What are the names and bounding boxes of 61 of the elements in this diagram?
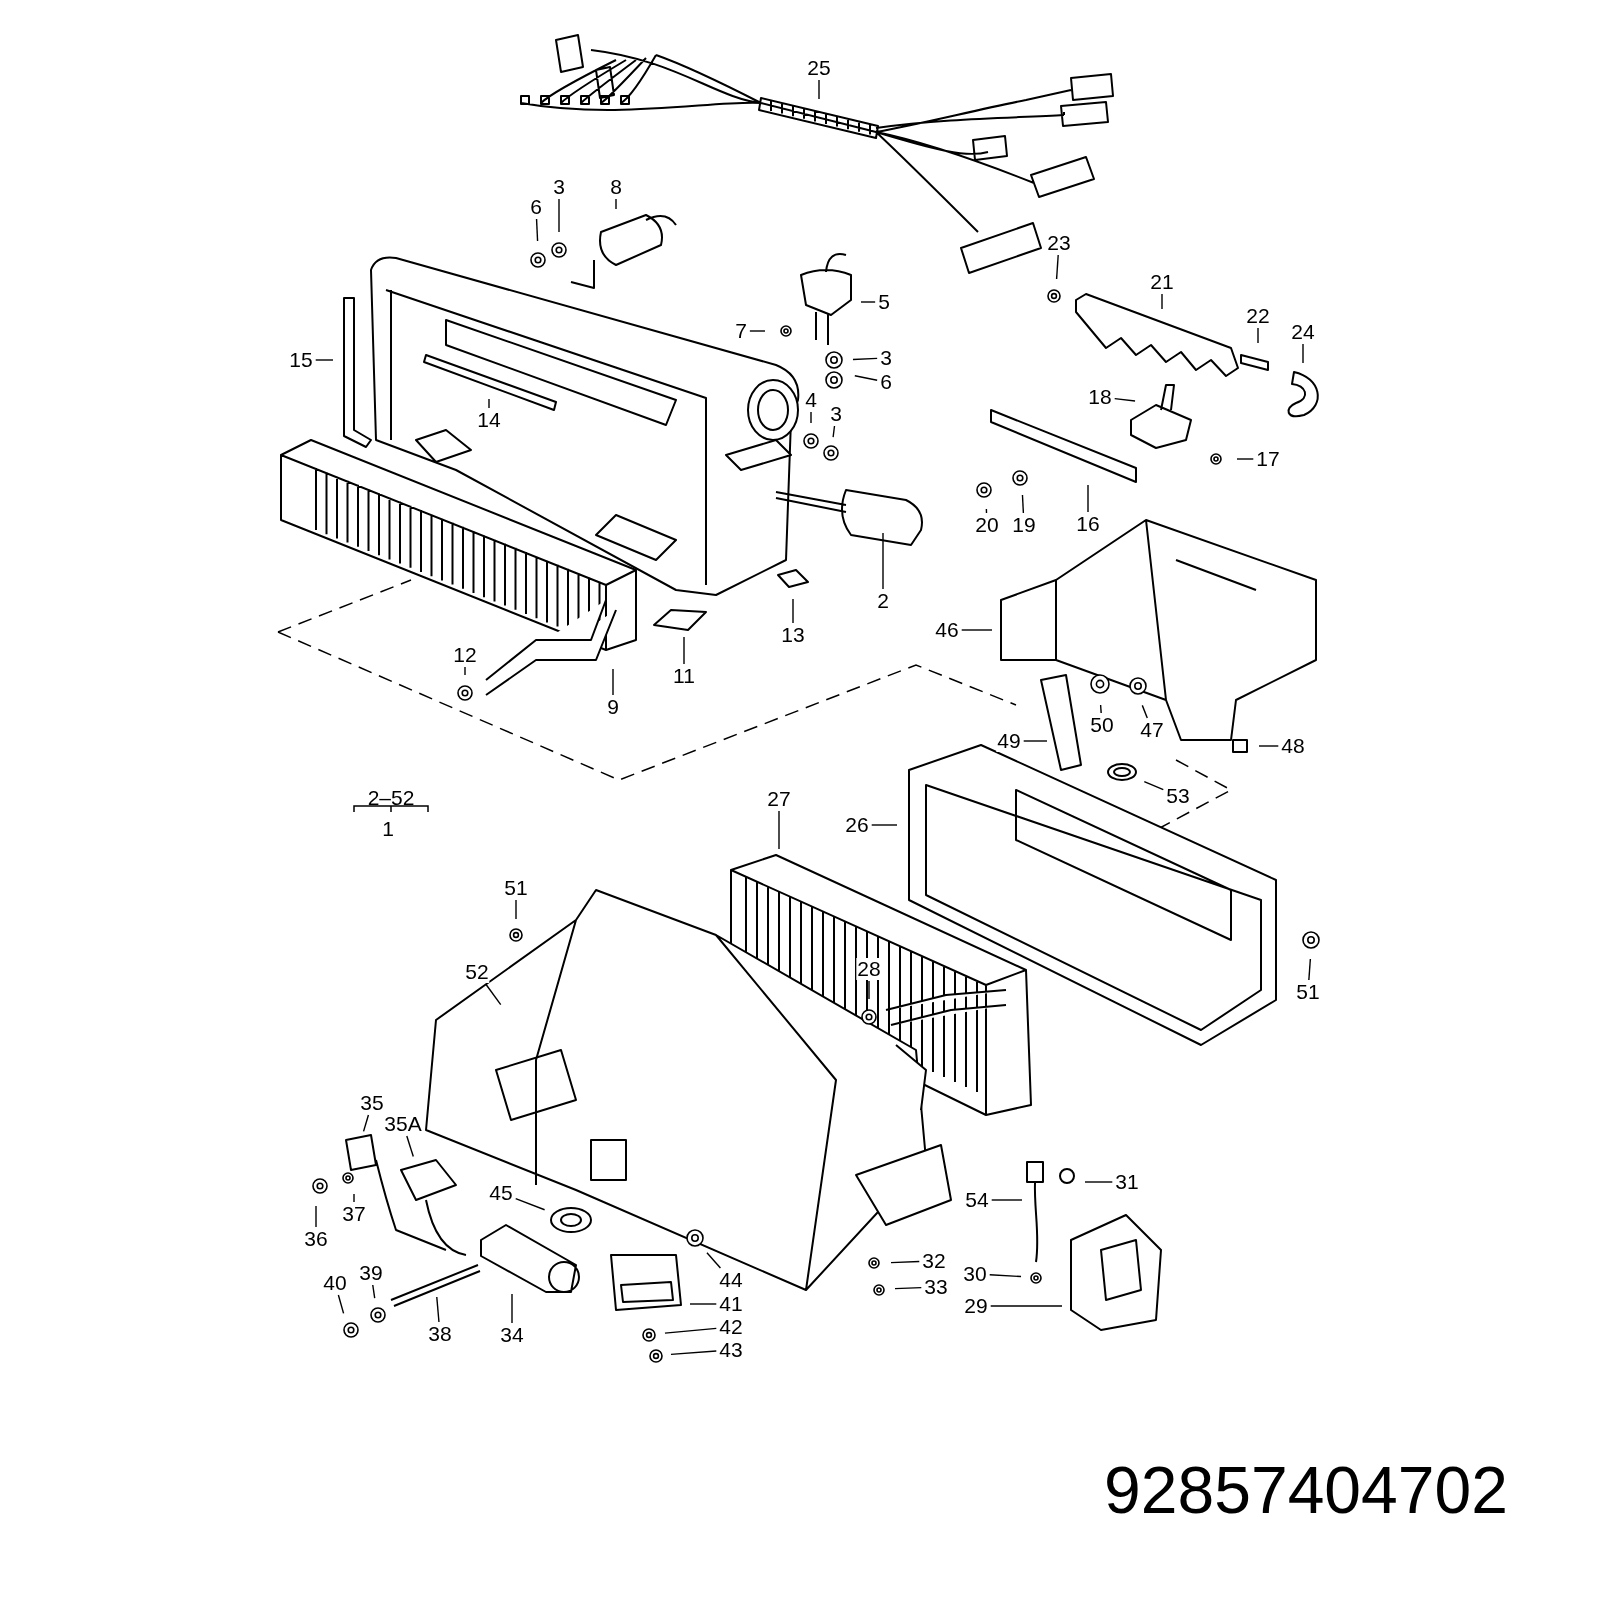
leader-line — [511, 1293, 513, 1324]
leader-line — [860, 301, 876, 303]
leader-line — [749, 330, 766, 332]
part-number: 92857404702 — [1104, 1457, 1508, 1523]
leader-line — [670, 1350, 717, 1356]
leader-line — [535, 218, 539, 242]
leader-line — [882, 532, 884, 590]
leader-line — [1055, 254, 1059, 280]
leader-line — [315, 359, 334, 361]
leader-line — [818, 79, 820, 100]
leader-line — [436, 1296, 440, 1323]
leader-line — [1099, 704, 1102, 714]
leader-line — [1236, 458, 1254, 460]
leader-line — [485, 983, 502, 1006]
leader-line — [778, 810, 780, 850]
range-label: 2–52 — [367, 786, 415, 808]
leader-line — [337, 1294, 345, 1315]
leader-line — [871, 824, 898, 826]
leader-line — [1087, 484, 1089, 513]
leader-line — [1258, 745, 1279, 747]
leader-line — [515, 1197, 546, 1211]
leader-line — [315, 1205, 317, 1228]
leader-line — [890, 1260, 920, 1264]
leader-line — [832, 425, 836, 438]
leader-line — [558, 198, 560, 233]
leader-line — [961, 629, 993, 631]
leader-line — [990, 1305, 1063, 1307]
leader-line — [852, 357, 878, 361]
leader-line — [1084, 1181, 1113, 1183]
leader-line — [372, 1284, 376, 1299]
leader-line — [362, 1114, 370, 1133]
leader-line — [1023, 740, 1048, 742]
leader-line — [1143, 780, 1164, 791]
callout-number: 28 — [856, 958, 882, 980]
leader-line — [989, 1274, 1022, 1278]
leader-line — [515, 899, 517, 920]
leader-line — [706, 1252, 722, 1269]
leader-line — [1308, 958, 1312, 981]
leader-line — [1302, 343, 1304, 364]
leader-line — [1114, 397, 1136, 402]
leader-line — [353, 1193, 355, 1203]
leader-line — [810, 411, 812, 424]
leader-line — [1021, 494, 1025, 514]
leader-line — [615, 198, 617, 210]
leader-line — [985, 508, 988, 514]
leader-line — [612, 668, 614, 696]
leader-line — [868, 980, 870, 1000]
leader-line — [664, 1327, 717, 1334]
leader-line — [406, 1135, 414, 1158]
leader-line — [689, 1303, 717, 1305]
leader-line — [1257, 327, 1259, 344]
leader-line — [991, 1199, 1023, 1201]
leader-line — [894, 1286, 922, 1290]
leader-line — [683, 636, 685, 665]
leader-line — [464, 666, 466, 676]
leader-line — [1161, 293, 1163, 310]
leader-line — [1141, 704, 1148, 719]
leader-line — [488, 398, 490, 409]
leader-line — [854, 375, 878, 381]
leader-line — [792, 598, 794, 624]
range-label: 1 — [382, 817, 394, 839]
